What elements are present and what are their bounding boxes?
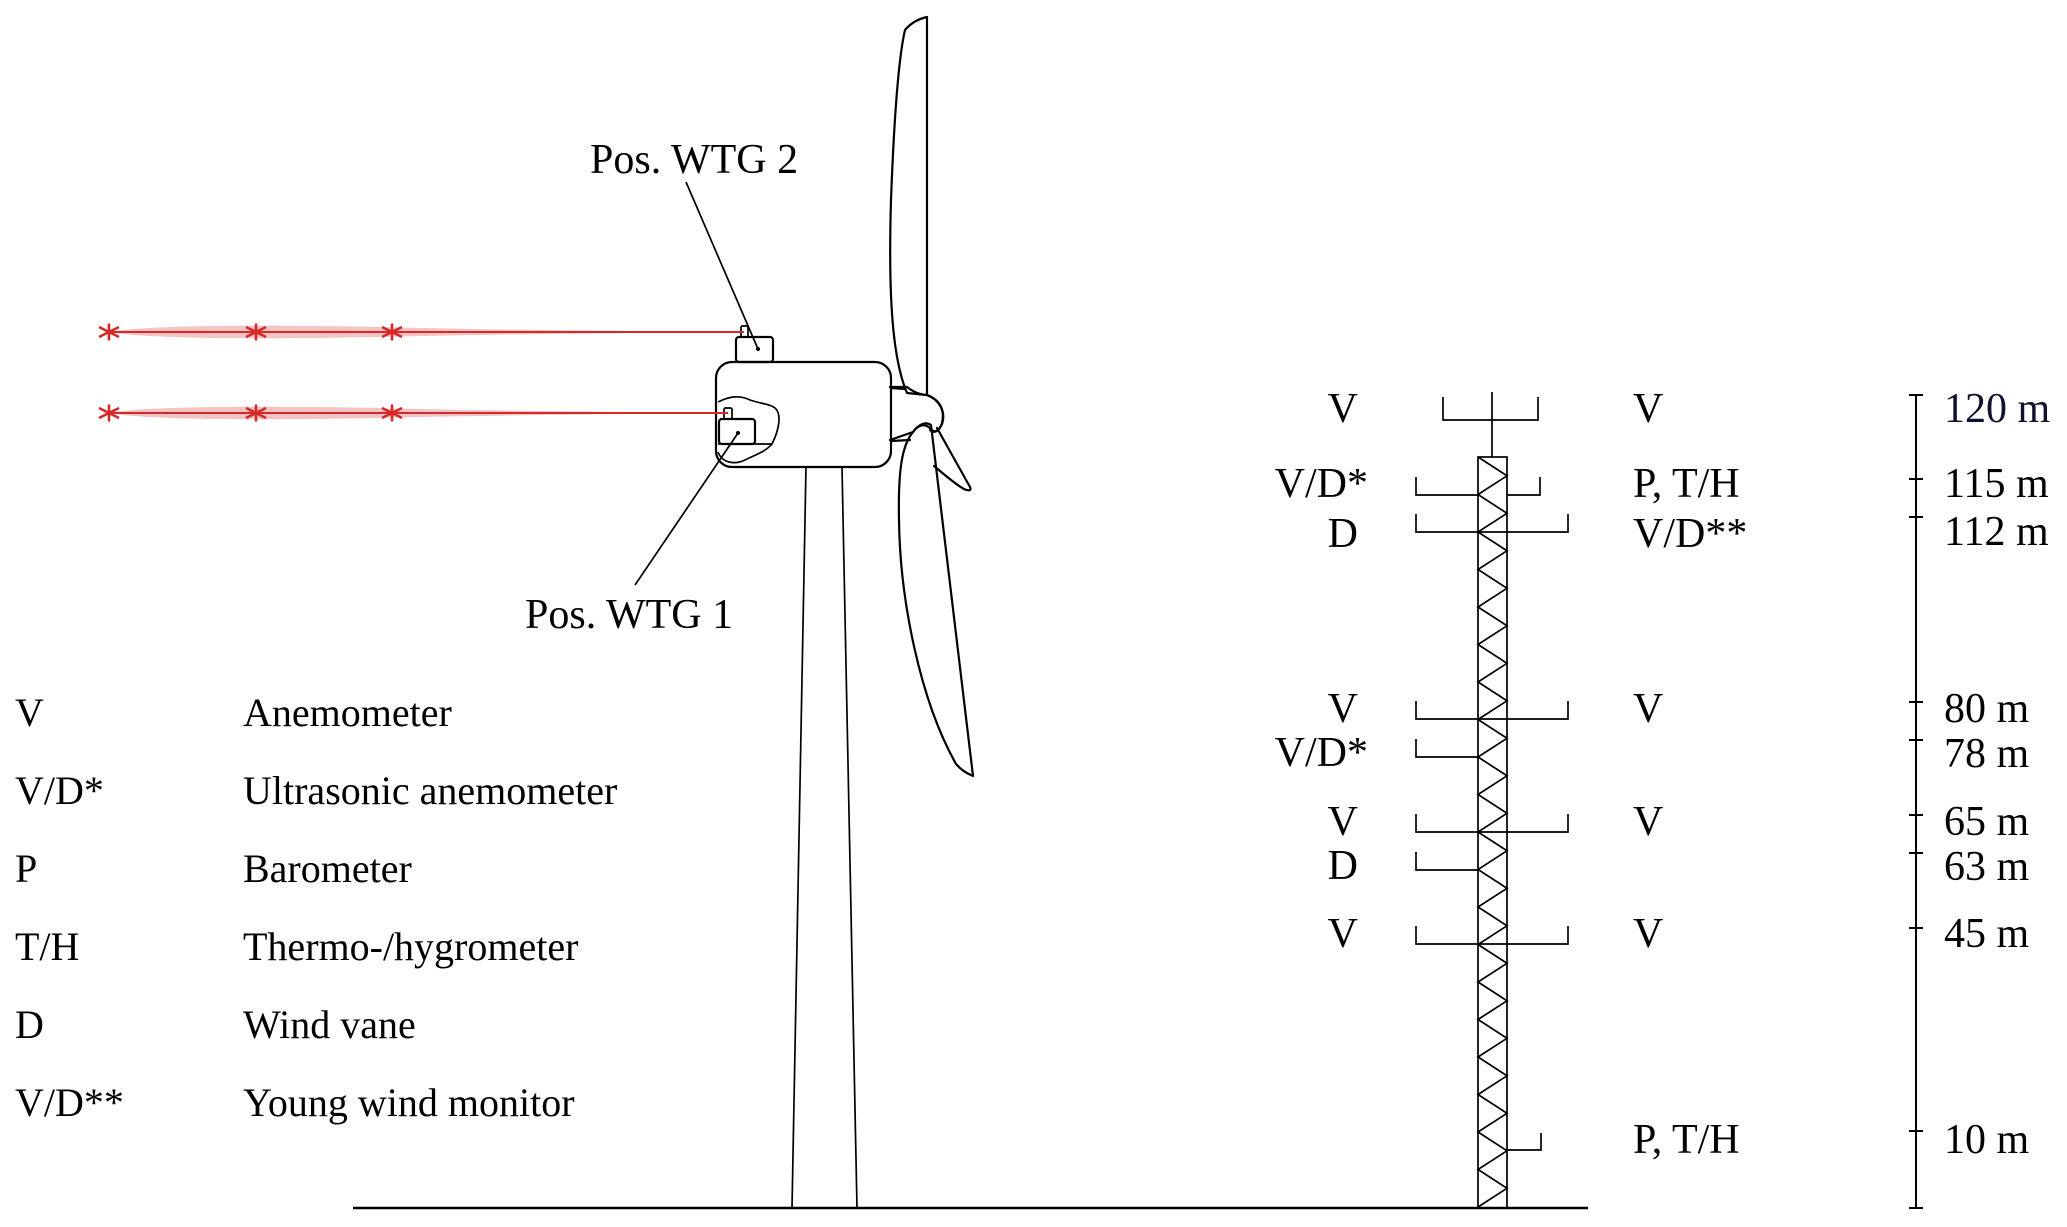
lidar-wtg1-box <box>717 417 757 446</box>
measurement-point-asterisk-icon <box>381 323 403 341</box>
height-label-10m: 10 m <box>1944 1117 2030 1163</box>
mast-label-right-120m: V <box>1633 386 1663 432</box>
legend-description: Barometer <box>243 846 412 891</box>
rotor-blade-top <box>889 15 929 397</box>
nacelle-cutaway <box>717 396 780 464</box>
nacelle-shaft <box>889 386 912 443</box>
rotor-spinner <box>925 393 945 433</box>
height-label-78m: 78 m <box>1944 731 2030 777</box>
measurement-point-asterisk-icon <box>98 404 120 422</box>
boom-115m-right <box>1507 477 1541 496</box>
mast-label-right-45m: V <box>1633 911 1663 957</box>
lidar-beam-beam-wtg1 <box>98 404 728 422</box>
mast-label-right-112m: V/D** <box>1633 511 1747 557</box>
boom-115m-left <box>1415 477 1478 496</box>
lidar-beam-beam-wtg2 <box>98 323 744 341</box>
height-scale: 120 m 115 m 112 m 80 m 78 m 65 m 63 m 45… <box>1909 386 2051 1209</box>
boom-112m <box>1415 514 1569 533</box>
measurement-point-asterisk-icon <box>381 404 403 422</box>
boom-45m <box>1415 926 1569 945</box>
mast-label-left-80m: V <box>1328 686 1358 732</box>
legend-description: Wind vane <box>243 1002 416 1047</box>
rotor-blade-bottom <box>897 422 975 778</box>
legend-symbol: V/D* <box>15 768 104 813</box>
met-mast: V V/D* D V V/D* V D V V P, T/H V/D** V V… <box>1275 386 1747 1209</box>
wind-turbine <box>714 15 975 1209</box>
boom-10m <box>1507 1133 1542 1151</box>
rotor-blade-short <box>932 426 972 492</box>
mast-label-right-80m: V <box>1633 686 1663 732</box>
boom-63m <box>1415 852 1478 871</box>
mast-label-left-115m: V/D* <box>1275 461 1368 507</box>
label-pos-wtg2: Pos. WTG 2 <box>590 137 798 183</box>
height-label-45m: 45 m <box>1944 911 2030 957</box>
legend-description: Thermo-/hygrometer <box>243 924 578 969</box>
mast-label-left-63m: D <box>1328 843 1358 889</box>
legend-symbol: T/H <box>15 924 79 969</box>
height-label-112m: 112 m <box>1944 509 2049 555</box>
tower-left-edge <box>791 466 807 1209</box>
lidar-wtg2-box <box>734 335 775 364</box>
lidar-beams <box>98 323 744 422</box>
height-label-115m: 115 m <box>1944 461 2049 507</box>
height-label-80m: 80 m <box>1944 686 2030 732</box>
height-label-65m: 65 m <box>1944 799 2030 845</box>
mast-label-left-112m: D <box>1328 511 1358 557</box>
legend-description: Young wind monitor <box>243 1080 575 1125</box>
legend-symbol: V/D** <box>15 1080 124 1125</box>
wtg1-leader-line <box>634 432 739 586</box>
boom-78m <box>1415 739 1478 758</box>
height-label-120m: 120 m <box>1944 386 2051 432</box>
boom-65m <box>1415 814 1569 833</box>
mast-label-left-78m: V/D* <box>1275 730 1368 776</box>
mast-label-right-65m: V <box>1633 799 1663 845</box>
legend: V Anemometer V/D* Ultrasonic anemometer … <box>15 690 617 1125</box>
legend-symbol: V <box>15 690 44 735</box>
tower-right-edge <box>841 466 858 1209</box>
measurement-point-asterisk-icon <box>245 323 267 341</box>
boom-80m <box>1415 701 1569 720</box>
legend-symbol: P <box>15 846 37 891</box>
legend-symbol: D <box>15 1002 44 1047</box>
mast-label-right-10m: P, T/H <box>1633 1117 1740 1163</box>
wtg2-leader-line-main <box>685 181 759 350</box>
mast-label-left-65m: V <box>1328 799 1358 845</box>
measurement-point-asterisk-icon <box>98 323 120 341</box>
mast-label-right-115m: P, T/H <box>1633 461 1740 507</box>
label-pos-wtg1: Pos. WTG 1 <box>525 592 733 638</box>
legend-description: Anemometer <box>243 690 452 735</box>
mast-label-left-120m: V <box>1328 386 1358 432</box>
nacelle <box>714 360 893 469</box>
height-label-63m: 63 m <box>1944 844 2030 890</box>
measurement-point-asterisk-icon <box>245 404 267 422</box>
legend-description: Ultrasonic anemometer <box>243 768 617 813</box>
mast-label-left-45m: V <box>1328 911 1358 957</box>
boom-120m <box>1442 397 1539 421</box>
